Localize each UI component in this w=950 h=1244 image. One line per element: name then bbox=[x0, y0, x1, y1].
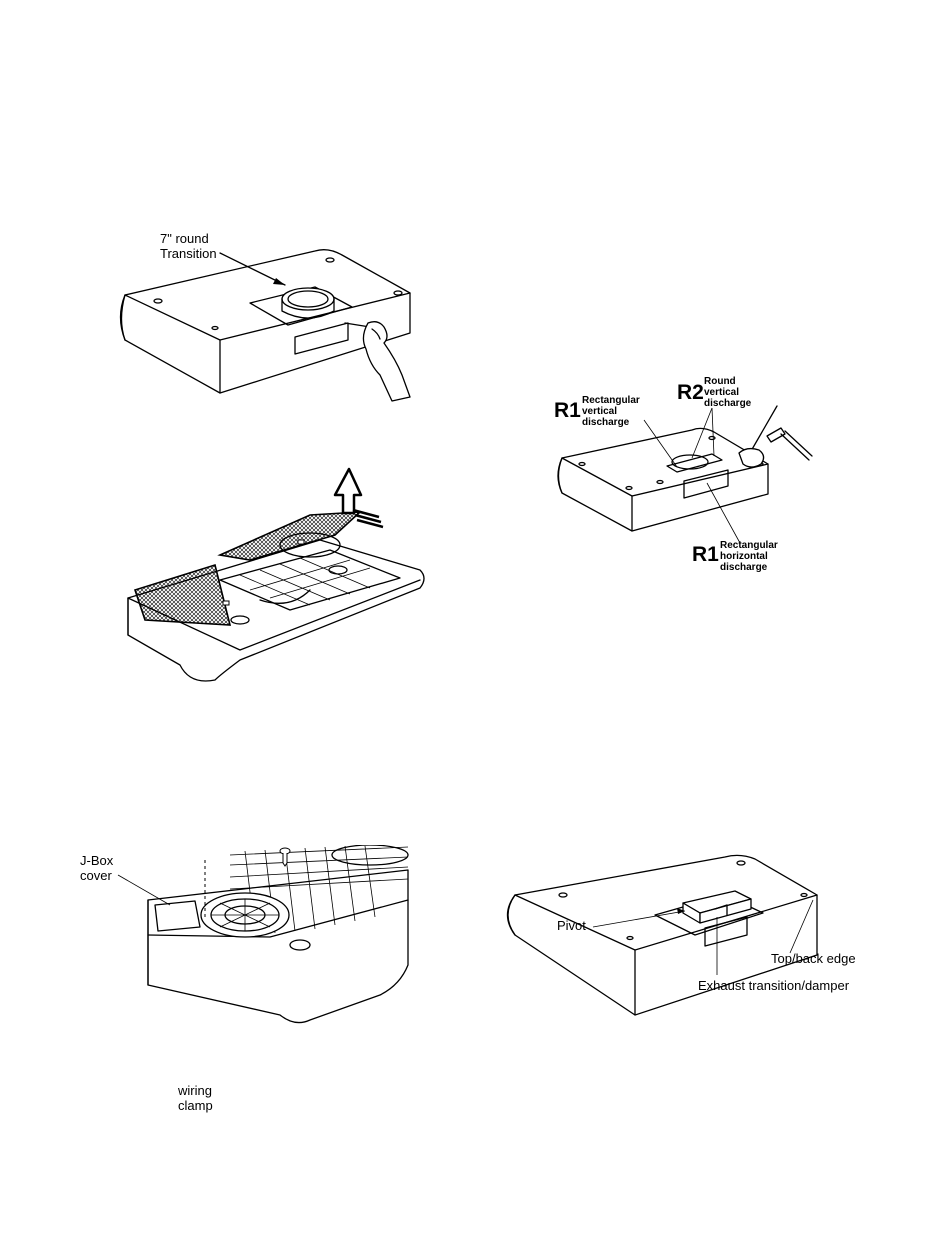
r1-bottom-code: R1 bbox=[692, 544, 719, 566]
lift-arrow-icon bbox=[325, 465, 385, 535]
r2-code: R2 bbox=[677, 382, 704, 404]
pivot-label: Pivot bbox=[557, 918, 586, 933]
jbox-drawing bbox=[80, 845, 410, 1025]
r1-top-line1: Rectangular bbox=[582, 395, 640, 406]
r1-top-line2: vertical bbox=[582, 406, 617, 417]
figure-discharge-options: R1 Rectangular vertical discharge R2 Rou… bbox=[552, 368, 814, 578]
r1-top-code: R1 bbox=[554, 400, 581, 422]
figure-filter-removal bbox=[120, 460, 430, 695]
round-transition-label-1: 7" round bbox=[160, 231, 209, 246]
exhaust-damper-label: Exhaust transition/damper bbox=[698, 978, 849, 993]
hand-with-screwdriver-icon bbox=[340, 315, 430, 405]
hand-with-hammer-icon bbox=[737, 398, 817, 488]
damper-drawing bbox=[495, 845, 875, 1030]
screw-icon bbox=[278, 847, 292, 867]
r2-line1: Round bbox=[704, 376, 736, 387]
top-back-edge-label: Top/back edge bbox=[771, 951, 856, 966]
wiring-clamp-label-1: wiring bbox=[178, 1083, 212, 1098]
wiring-clamp-label-2: clamp bbox=[178, 1098, 213, 1113]
r1-bottom-line3: discharge bbox=[720, 562, 767, 573]
r1-bottom-line1: Rectangular bbox=[720, 540, 778, 551]
r2-line3: discharge bbox=[704, 398, 751, 409]
jbox-cover-label-1: J-Box bbox=[80, 853, 113, 868]
r2-line2: vertical bbox=[704, 387, 739, 398]
round-transition-label-2: Transition bbox=[160, 246, 217, 261]
r1-top-line3: discharge bbox=[582, 417, 629, 428]
figure-exhaust-damper: Pivot Top/back edge Exhaust transition/d… bbox=[495, 845, 875, 1030]
jbox-cover-label-2: cover bbox=[80, 868, 112, 883]
figure-jbox-cover: J-Box cover bbox=[80, 845, 410, 1025]
figure-round-transition: 7" round Transition bbox=[110, 225, 440, 405]
r1-bottom-line2: horizontal bbox=[720, 551, 768, 562]
